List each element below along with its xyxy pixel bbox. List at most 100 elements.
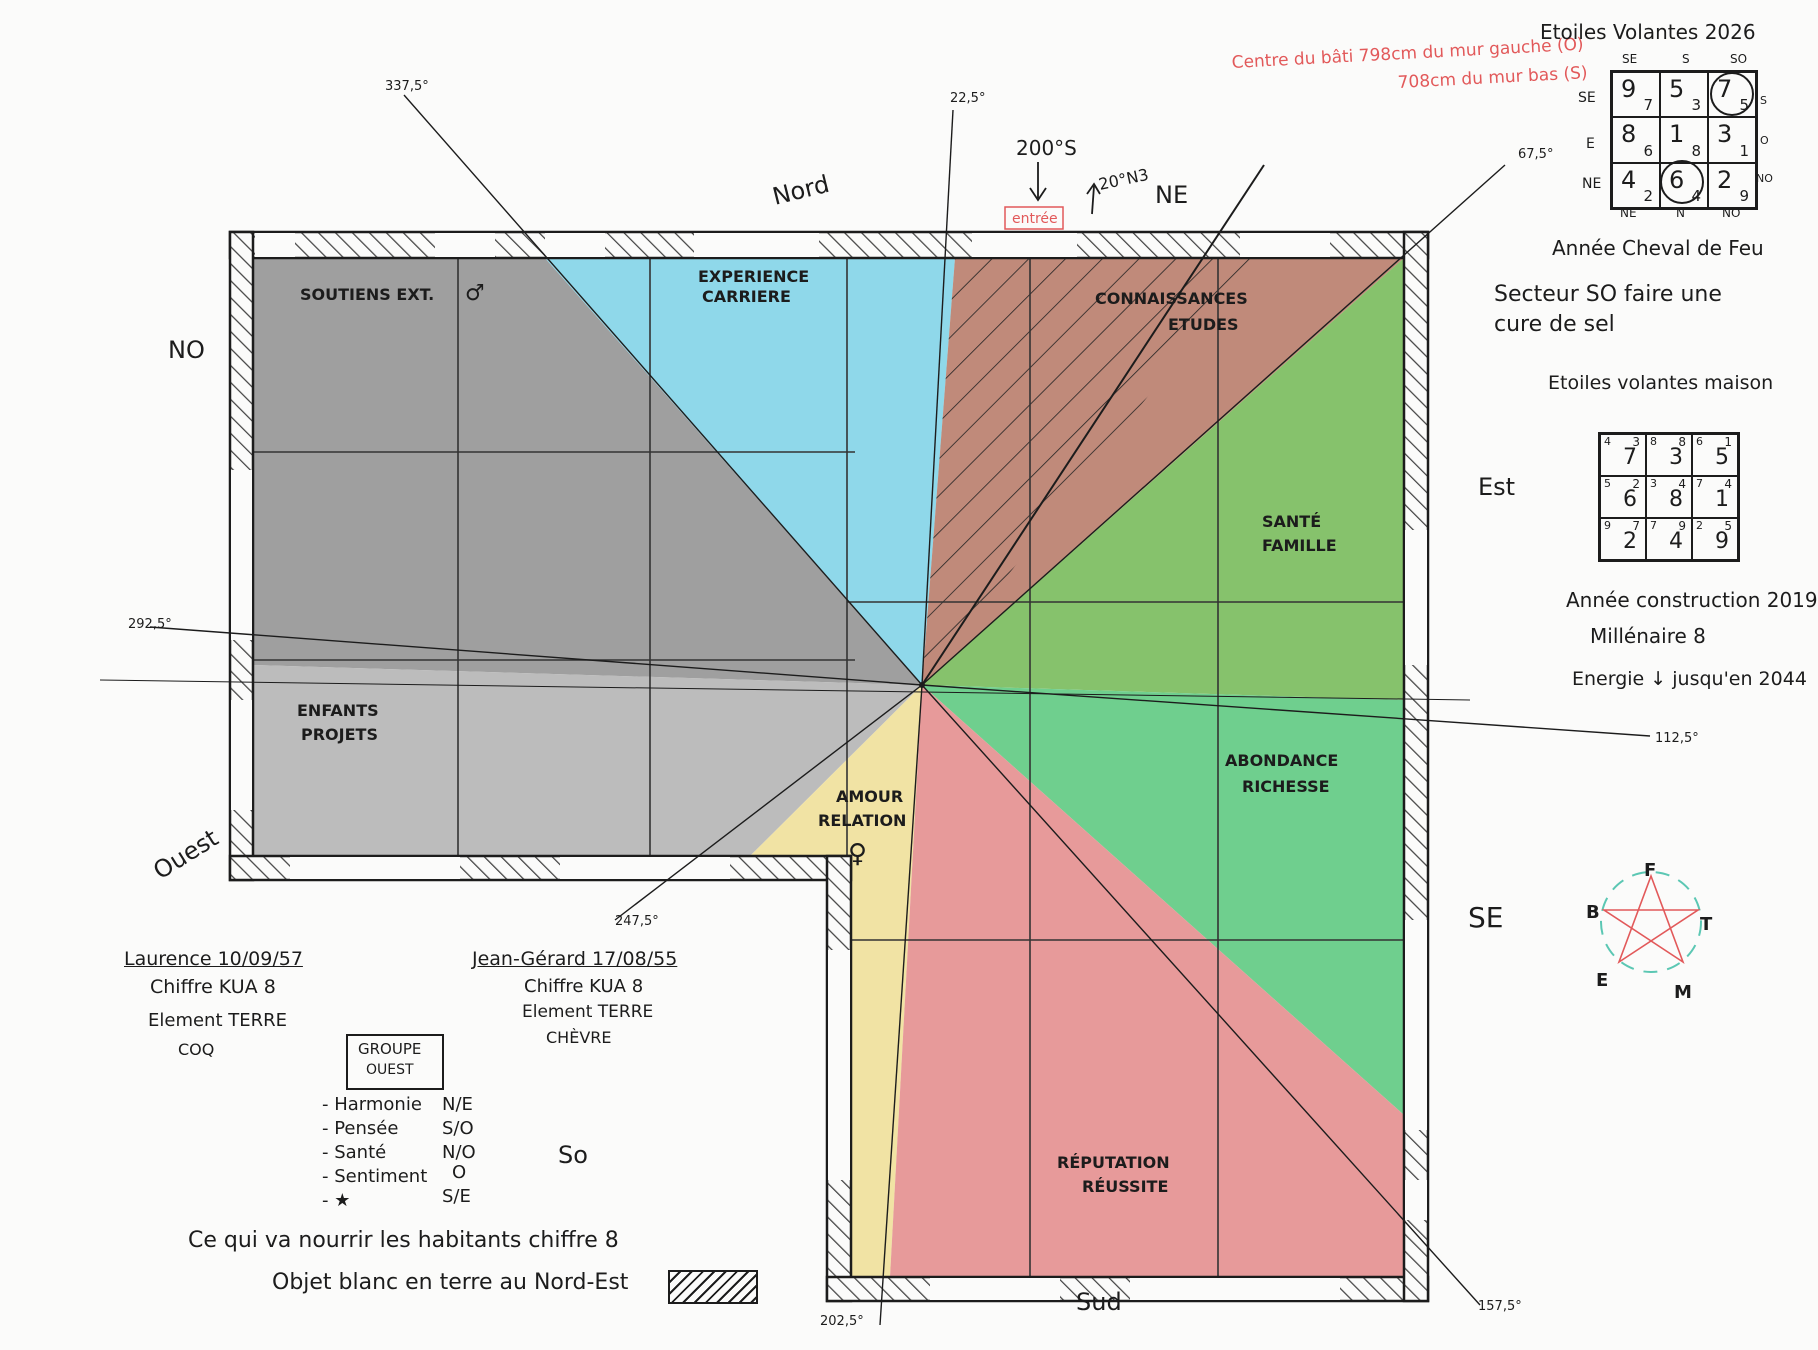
stars-2026-right-s: S — [1760, 94, 1767, 107]
stars-2026-top-so: SO — [1730, 52, 1748, 66]
note-secteur-1: Secteur SO faire une — [1494, 282, 1722, 307]
person-jg-kua: Chiffre KUA 8 — [524, 976, 644, 997]
note-energie: Energie ↓ jusqu'en 2044 — [1572, 668, 1807, 690]
element-t: T — [1700, 914, 1713, 935]
zone-label-soutiens: SOUTIENS EXT. — [300, 285, 434, 304]
sector-lines — [99, 94, 1651, 1326]
zone-label-abondance-2: RICHESSE — [1242, 777, 1330, 796]
element-e: E — [1596, 970, 1608, 991]
stars-2026-highlight-so — [1710, 72, 1754, 116]
person-jg-element: Element TERRE — [522, 1002, 654, 1022]
zone-label-carriere-1: EXPERIENCE — [698, 267, 809, 286]
direction-no: NO — [168, 336, 205, 364]
zone-fill-carriere — [545, 258, 955, 685]
zone-label-enfants-2: PROJETS — [301, 725, 378, 744]
person-jg-name: Jean-Gérard 17/08/55 — [472, 948, 678, 970]
groupe-row-value: N/O — [442, 1142, 476, 1163]
stars-2026-right-no: NO — [1756, 172, 1773, 185]
zone-label-connaissances-2: ETUDES — [1168, 315, 1239, 334]
angle-label-112: 112,5° — [1655, 731, 1699, 746]
groupe-box — [346, 1034, 444, 1090]
stars-2026-left-ne: NE — [1582, 176, 1602, 192]
zone-fill-amour — [750, 685, 922, 1277]
zone-label-enfants-1: ENFANTS — [297, 701, 379, 720]
note-annee: Année Cheval de Feu — [1552, 236, 1764, 260]
note-millenaire: Millénaire 8 — [1590, 624, 1706, 648]
stars-2026-top-se: SE — [1622, 52, 1638, 66]
wall-hatch-legend — [668, 1270, 758, 1304]
zone-label-sante-2: FAMILLE — [1262, 536, 1337, 555]
stars-2026-right-o: O — [1760, 134, 1769, 147]
person-laurence-name: Laurence 10/09/57 — [124, 948, 303, 970]
zone-label-amour-1: AMOUR — [836, 787, 903, 806]
zone-fill-enfants — [253, 665, 922, 856]
groupe-title-1: GROUPE — [358, 1040, 422, 1058]
groupe-row-value: O — [452, 1162, 467, 1183]
element-b: B — [1586, 902, 1600, 923]
stars-2026-title: Etoiles Volantes 2026 — [1540, 20, 1756, 44]
groupe-row-value: S/O — [442, 1118, 474, 1139]
zone-symbol-male: ♂ — [465, 281, 485, 306]
person-laurence-element: Element TERRE — [148, 1010, 287, 1031]
groupe-row-label: - Harmonie — [322, 1094, 422, 1115]
footer-line1: Ce qui va nourrir les habitants chiffre … — [188, 1228, 619, 1253]
zone-label-sante-1: SANTÉ — [1262, 512, 1321, 531]
door-reading: 200°S — [1016, 136, 1077, 160]
walls — [228, 230, 1430, 1303]
direction-sud: Sud — [1076, 1288, 1122, 1316]
entrance-tag — [1004, 206, 1064, 230]
note-secteur-2: cure de sel — [1494, 312, 1615, 337]
angle-label-202: 202,5° — [820, 1314, 864, 1329]
zone-label-connaissances-1: CONNAISSANCES — [1095, 289, 1248, 308]
groupe-row-label: - ★ — [322, 1190, 351, 1211]
zone-label-reputation-1: RÉPUTATION — [1057, 1153, 1170, 1172]
person-laurence-sign: COQ — [178, 1040, 215, 1059]
note-maison-title: Etoiles volantes maison — [1548, 372, 1774, 394]
groupe-row-value: S/E — [442, 1186, 471, 1207]
person-laurence-kua: Chiffre KUA 8 — [150, 976, 276, 998]
element-f: F — [1644, 860, 1656, 881]
zone-label-amour-2: RELATION — [818, 811, 906, 830]
direction-ouest: Ouest — [148, 824, 223, 885]
stars-2026-top-s: S — [1682, 52, 1690, 66]
groupe-row-label: - Sentiment — [322, 1166, 428, 1187]
angle-label-157: 157,5° — [1478, 1299, 1522, 1314]
zone-label-abondance-1: ABONDANCE — [1225, 751, 1338, 770]
entrance-label: entrée — [1012, 211, 1058, 227]
center-note-line2: 708cm du mur bas (S) — [1397, 63, 1588, 93]
person-jg-sign: CHÈVRE — [546, 1028, 612, 1047]
stars-2026-bottom-n: N — [1676, 206, 1685, 220]
direction-nord: Nord — [770, 170, 832, 211]
groupe-row-label: - Santé — [322, 1142, 387, 1163]
direction-est: Est — [1478, 473, 1515, 501]
zone-label-carriere-2: CARRIERE — [702, 287, 791, 306]
angle-label-337: 337,5° — [385, 79, 429, 94]
zone-symbol-female: ♀ — [848, 839, 867, 869]
groupe-title-2: OUEST — [366, 1062, 414, 1078]
zone-fill-reputation — [890, 685, 1404, 1277]
angle-label-247: 247,5° — [615, 914, 659, 929]
zone-fill-soutiens — [253, 258, 922, 685]
angle-label-22: 22,5° — [950, 91, 985, 106]
direction-ne: NE — [1155, 181, 1188, 209]
stars-2026-highlight-n — [1660, 160, 1704, 204]
note-construction: Année construction 2019 — [1566, 588, 1818, 612]
stars-2026-left-se: SE — [1578, 90, 1596, 106]
zone-label-reputation-2: RÉUSSITE — [1082, 1177, 1168, 1196]
elements-cycle: F T M E B — [1586, 860, 1713, 1003]
zone-fill-hatch — [922, 258, 1256, 685]
